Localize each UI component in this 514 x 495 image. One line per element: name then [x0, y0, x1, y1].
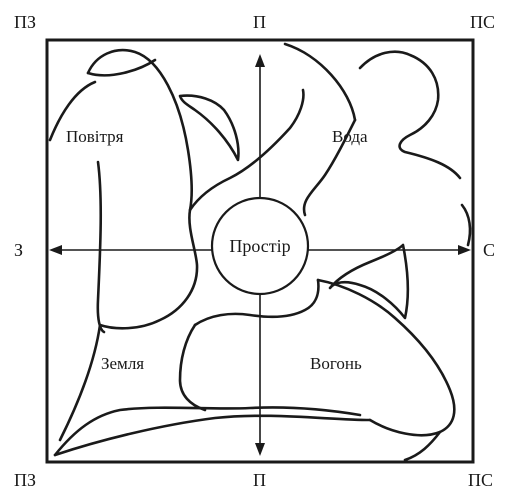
- label-top-center: П: [253, 12, 266, 32]
- center-lower-curve: [193, 278, 320, 327]
- fire-body-outline: [316, 278, 456, 437]
- label-left-middle: З: [14, 240, 23, 260]
- region-fire-label: Вогонь: [310, 354, 362, 373]
- figure-leg-outline: [53, 406, 362, 457]
- air-region-curve: [48, 80, 97, 142]
- right-figure-curve: [460, 203, 472, 247]
- left-lower-curve: [58, 323, 102, 442]
- diagram-frame: [45, 38, 475, 464]
- figure-arm-outline: [96, 160, 106, 334]
- water-figure-outline: [283, 42, 462, 180]
- earth-body-outline: [178, 323, 207, 412]
- label-top-left: ПЗ: [14, 12, 36, 32]
- center-circle: [210, 196, 310, 296]
- label-bottom-left: ПЗ: [14, 470, 36, 490]
- label-bottom-right: ПС: [468, 470, 493, 490]
- figure-back-outline: [86, 48, 199, 330]
- center-label: Простір: [229, 236, 290, 256]
- region-water-label: Вода: [332, 127, 368, 146]
- label-bottom-center: П: [253, 470, 266, 490]
- figure-body-curve: [188, 88, 305, 212]
- label-right-middle: С: [483, 240, 495, 260]
- region-air-label: Повітря: [66, 127, 124, 146]
- water-figure-lower: [302, 118, 357, 217]
- fire-hand-outline: [328, 243, 410, 320]
- region-earth-label: Земля: [101, 354, 144, 373]
- label-top-right: ПС: [470, 12, 495, 32]
- figure-foot-outline: [53, 414, 372, 457]
- figure-hand-outline: [178, 94, 240, 162]
- bottom-right-curve: [403, 430, 442, 462]
- figure-shoulder-outline: [86, 58, 157, 77]
